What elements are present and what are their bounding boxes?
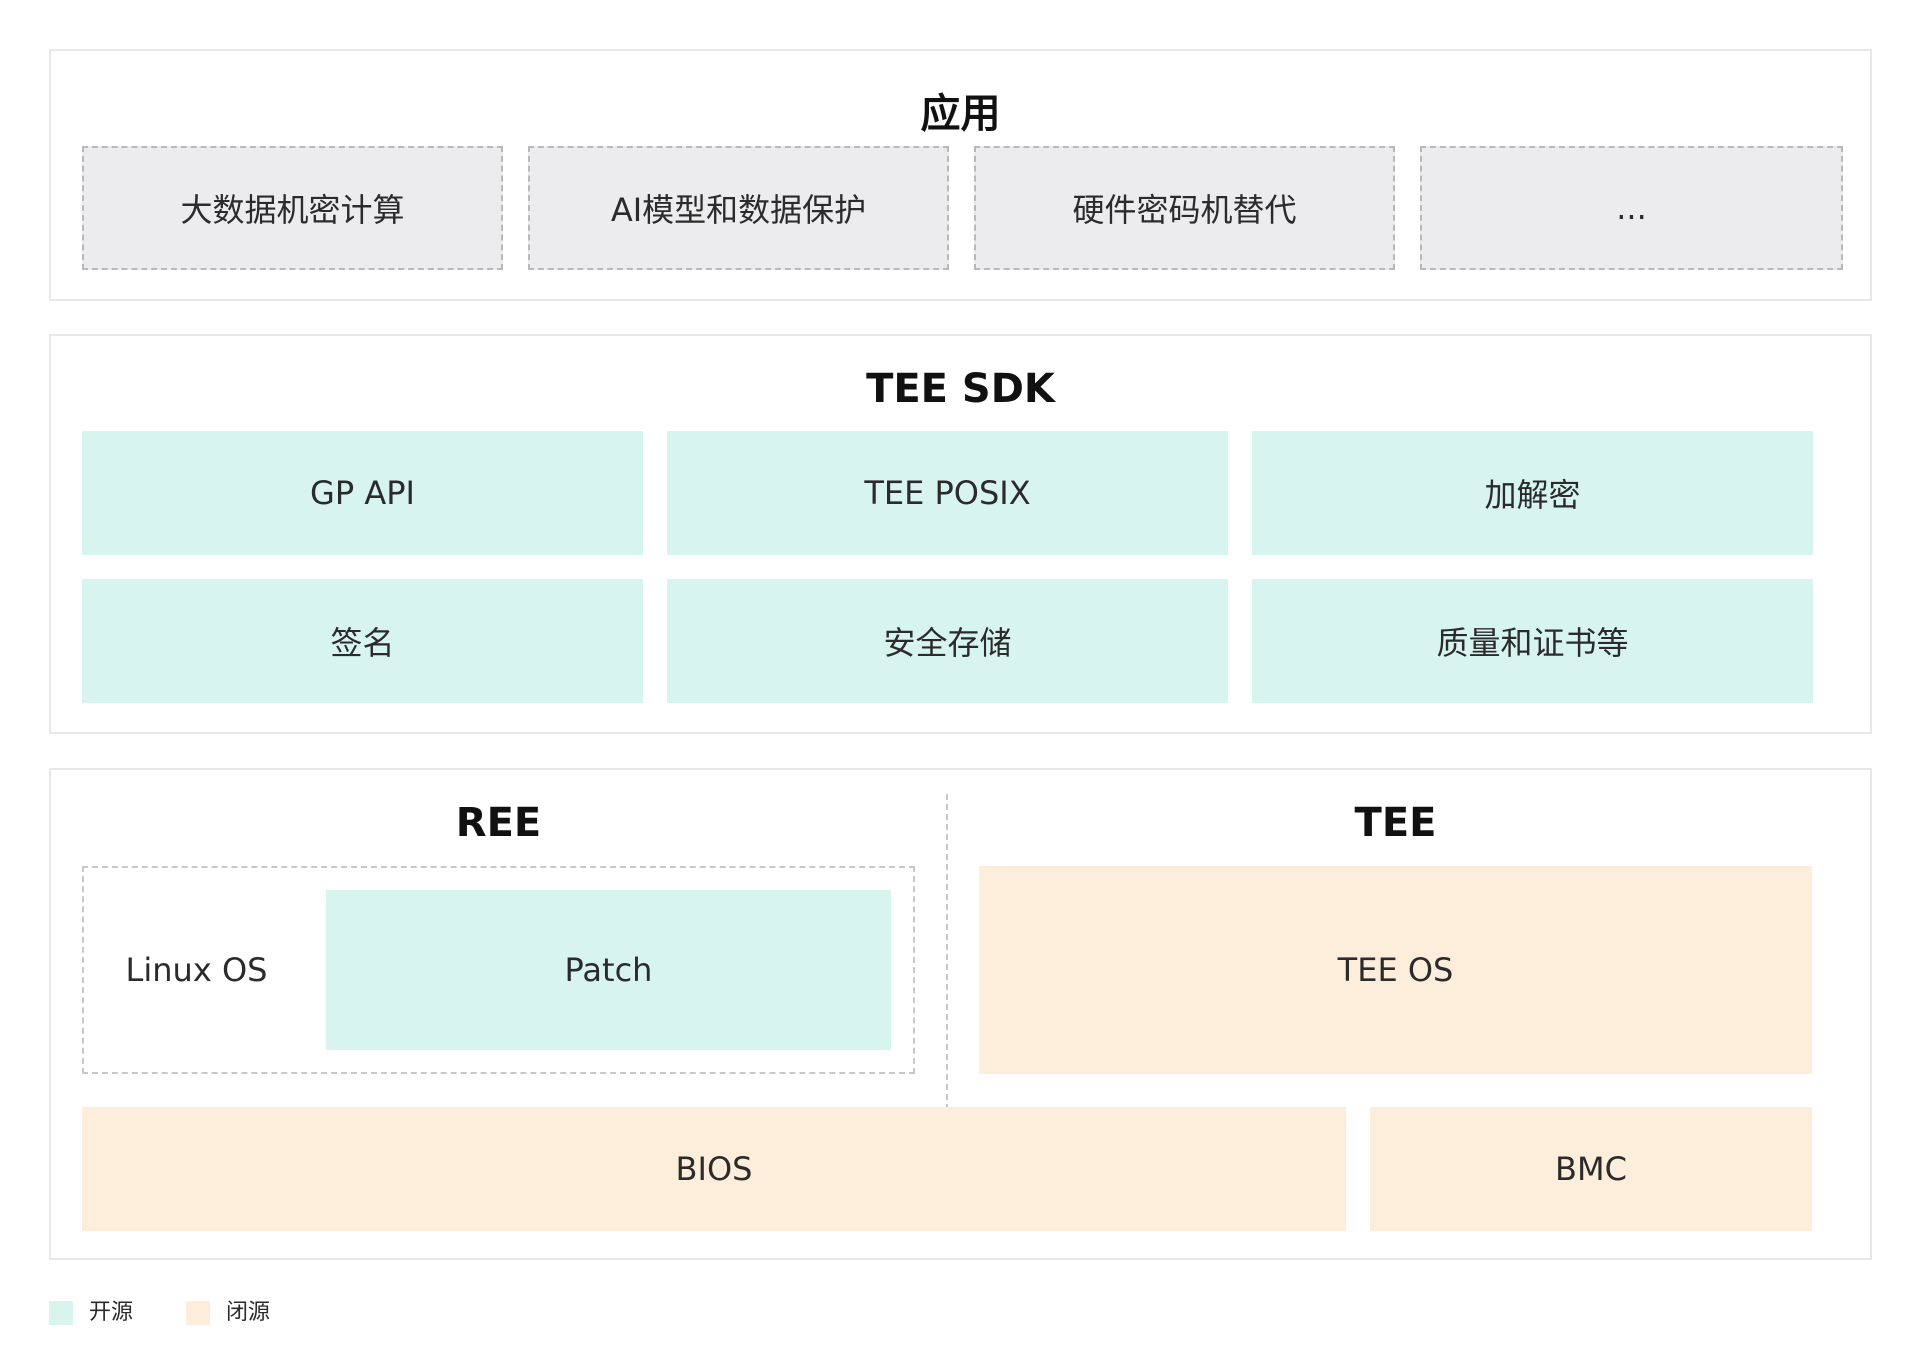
- sdk-gp-api: GP API: [82, 431, 643, 555]
- sdk-encryption-decryption: 加解密: [1252, 431, 1813, 555]
- tee-sdk-title: TEE SDK: [866, 366, 1055, 412]
- sdk-signature: 签名: [82, 579, 643, 703]
- ree-tee-divider: [946, 794, 948, 1110]
- patch-box: Patch: [326, 890, 891, 1050]
- ree-title: REE: [455, 800, 542, 846]
- legend-open-source-swatch: [49, 1301, 73, 1325]
- tee-sdk-panel: TEE SDK GP API TEE POSIX 加解密 签名 安全存储 质量和…: [49, 334, 1872, 734]
- legend-closed-source-swatch: [186, 1301, 210, 1325]
- platform-panel: REE TEE Linux OS Patch TEE OS BIOS BMC: [49, 768, 1872, 1260]
- legend-open-source-label: 开源: [89, 1300, 134, 1325]
- app-hardware-crypto-replacement: 硬件密码机替代: [974, 146, 1395, 270]
- tee-os-box: TEE OS: [979, 866, 1812, 1074]
- applications-title: 应用: [920, 91, 1001, 137]
- sdk-quality-certificates: 质量和证书等: [1252, 579, 1813, 703]
- bmc-box: BMC: [1370, 1107, 1812, 1231]
- bios-box: BIOS: [82, 1107, 1346, 1231]
- applications-panel: 应用 大数据机密计算 AI模型和数据保护 硬件密码机替代 ...: [49, 49, 1872, 301]
- app-big-data-confidential-computing: 大数据机密计算: [82, 146, 503, 270]
- ree-frame: [82, 866, 915, 1074]
- legend-closed-source-label: 闭源: [226, 1300, 271, 1325]
- app-more-ellipsis: ...: [1420, 146, 1843, 270]
- sdk-tee-posix: TEE POSIX: [667, 431, 1228, 555]
- app-ai-model-data-protection: AI模型和数据保护: [528, 146, 949, 270]
- linux-os-label: Linux OS: [125, 951, 268, 989]
- sdk-secure-storage: 安全存储: [667, 579, 1228, 703]
- tee-title: TEE: [1354, 800, 1437, 846]
